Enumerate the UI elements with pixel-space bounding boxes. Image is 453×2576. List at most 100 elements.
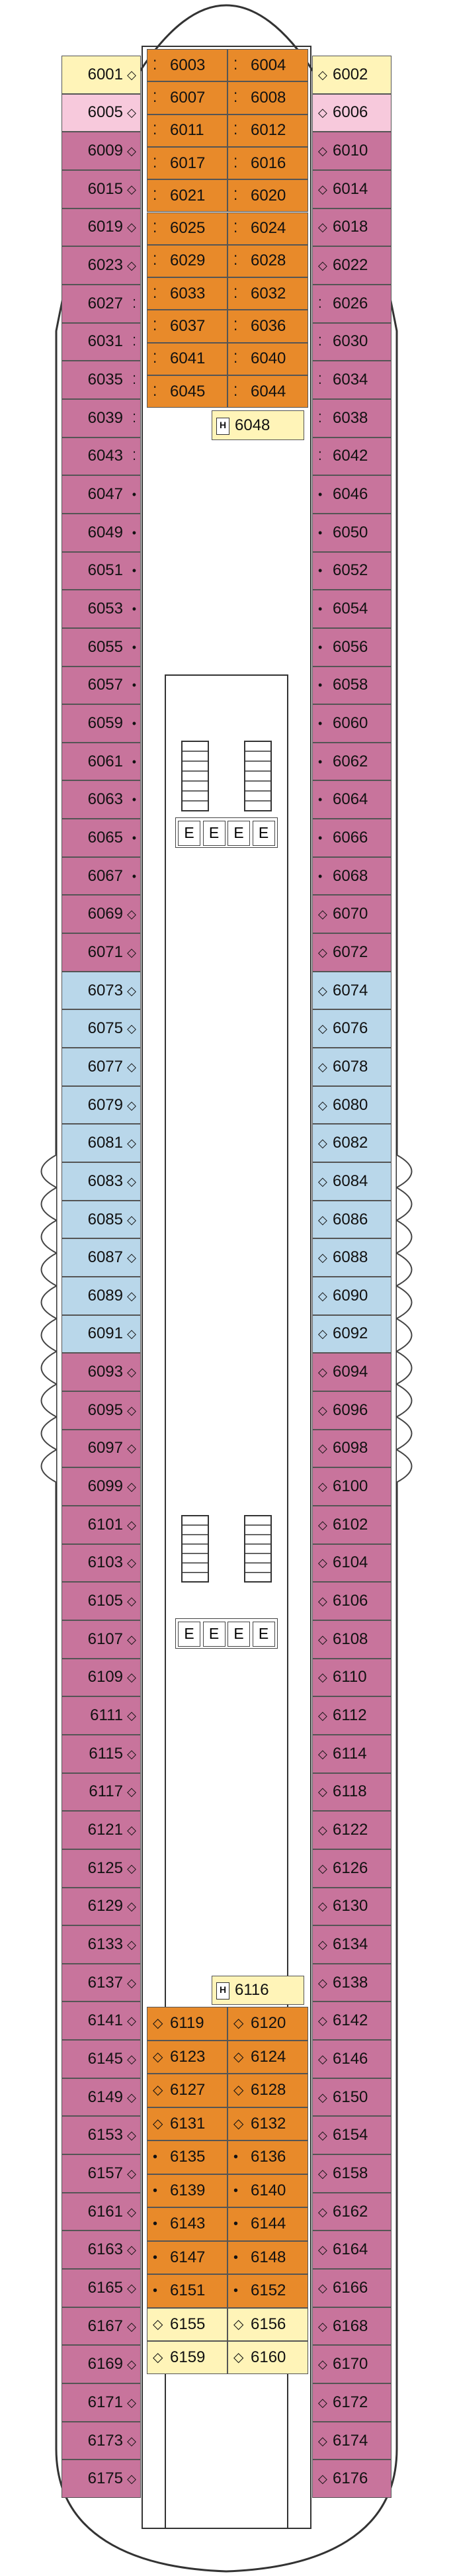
cabin-6114[interactable]: 6114◇	[312, 1734, 391, 1773]
cabin-6097[interactable]: 6097◇	[62, 1429, 141, 1468]
cabin-6172[interactable]: 6172◇	[312, 2383, 391, 2422]
cabin-6155[interactable]: 6155◇	[147, 2307, 227, 2341]
cabin-6102[interactable]: 6102◇	[312, 1505, 391, 1544]
cabin-6134[interactable]: 6134◇	[312, 1925, 391, 1964]
cabin-6176[interactable]: 6176◇	[312, 2460, 391, 2498]
cabin-6024[interactable]: 6024⁚	[227, 212, 308, 245]
cabin-6106[interactable]: 6106◇	[312, 1582, 391, 1620]
cabin-6055[interactable]: 6055•	[62, 627, 141, 667]
cabin-6123[interactable]: 6123◇	[147, 2040, 227, 2074]
cabin-6091[interactable]: 6091◇	[62, 1314, 141, 1354]
cabin-6026[interactable]: 6026⁚	[312, 284, 391, 323]
cabin-6015[interactable]: 6015◇	[62, 169, 141, 208]
cabin-6033[interactable]: 6033⁚	[147, 277, 227, 310]
cabin-6131[interactable]: 6131◇	[147, 2107, 227, 2140]
cabin-6080[interactable]: 6080◇	[312, 1085, 391, 1125]
cabin-6128[interactable]: 6128◇	[227, 2074, 308, 2107]
cabin-6081[interactable]: 6081◇	[62, 1124, 141, 1163]
cabin-6011[interactable]: 6011⁚	[147, 114, 227, 147]
cabin-6082[interactable]: 6082◇	[312, 1124, 391, 1163]
cabin-6094[interactable]: 6094◇	[312, 1353, 391, 1391]
cabin-6158[interactable]: 6158◇	[312, 2154, 391, 2193]
cabin-6104[interactable]: 6104◇	[312, 1543, 391, 1583]
cabin-6005[interactable]: 6005◇	[62, 93, 141, 132]
cabin-6008[interactable]: 6008⁚	[227, 81, 308, 115]
cabin-6145[interactable]: 6145◇	[62, 2040, 141, 2078]
cabin-6070[interactable]: 6070◇	[312, 895, 391, 934]
cabin-6071[interactable]: 6071◇	[62, 933, 141, 972]
cabin-6002[interactable]: 6002◇	[312, 56, 391, 94]
cabin-6168[interactable]: 6168◇	[312, 2307, 391, 2346]
cabin-6099[interactable]: 6099◇	[62, 1467, 141, 1506]
cabin-6170[interactable]: 6170◇	[312, 2345, 391, 2384]
cabin-6074[interactable]: 6074◇	[312, 971, 391, 1010]
cabin-6079[interactable]: 6079◇	[62, 1085, 141, 1125]
cabin-6152[interactable]: 6152•	[227, 2274, 308, 2308]
cabin-6100[interactable]: 6100◇	[312, 1467, 391, 1506]
cabin-6135[interactable]: 6135•	[147, 2140, 227, 2174]
cabin-6174[interactable]: 6174◇	[312, 2421, 391, 2460]
cabin-6017[interactable]: 6017⁚	[147, 146, 227, 180]
cabin-6031[interactable]: 6031⁚	[62, 322, 141, 361]
cabin-6171[interactable]: 6171◇	[62, 2383, 141, 2422]
cabin-6149[interactable]: 6149◇	[62, 2078, 141, 2117]
cabin-6014[interactable]: 6014◇	[312, 169, 391, 208]
cabin-6127[interactable]: 6127◇	[147, 2074, 227, 2107]
cabin-6162[interactable]: 6162◇	[312, 2192, 391, 2231]
cabin-6092[interactable]: 6092◇	[312, 1314, 391, 1354]
cabin-6039[interactable]: 6039⁚	[62, 398, 141, 437]
cabin-6136[interactable]: 6136•	[227, 2140, 308, 2174]
cabin-6144[interactable]: 6144•	[227, 2207, 308, 2241]
cabin-6007[interactable]: 6007⁚	[147, 81, 227, 115]
cabin-6139[interactable]: 6139•	[147, 2174, 227, 2207]
cabin-6065[interactable]: 6065•	[62, 819, 141, 857]
cabin-6032[interactable]: 6032⁚	[227, 277, 308, 310]
cabin-6078[interactable]: 6078◇	[312, 1048, 391, 1086]
cabin-6137[interactable]: 6137◇	[62, 1963, 141, 2002]
cabin-6103[interactable]: 6103◇	[62, 1543, 141, 1583]
cabin-6089[interactable]: 6089◇	[62, 1277, 141, 1315]
cabin-6060[interactable]: 6060•	[312, 704, 391, 743]
cabin-6111[interactable]: 6111◇	[62, 1696, 141, 1735]
cabin-6040[interactable]: 6040⁚	[227, 342, 308, 375]
cabin-6156[interactable]: 6156◇	[227, 2307, 308, 2341]
cabin-6148[interactable]: 6148•	[227, 2240, 308, 2274]
cabin-6164[interactable]: 6164◇	[312, 2231, 391, 2270]
cabin-6075[interactable]: 6075◇	[62, 1009, 141, 1048]
cabin-6044[interactable]: 6044⁚	[227, 375, 308, 408]
cabin-6052[interactable]: 6052•	[312, 551, 391, 590]
cabin-6109[interactable]: 6109◇	[62, 1658, 141, 1697]
cabin-6108[interactable]: 6108◇	[312, 1620, 391, 1659]
cabin-6140[interactable]: 6140•	[227, 2174, 308, 2207]
cabin-6051[interactable]: 6051•	[62, 551, 141, 590]
cabin-6115[interactable]: 6115◇	[62, 1734, 141, 1773]
cabin-6056[interactable]: 6056•	[312, 627, 391, 667]
cabin-6096[interactable]: 6096◇	[312, 1391, 391, 1430]
cabin-6101[interactable]: 6101◇	[62, 1505, 141, 1544]
cabin-6042[interactable]: 6042⁚	[312, 437, 391, 476]
cabin-6073[interactable]: 6073◇	[62, 971, 141, 1010]
cabin-6006[interactable]: 6006◇	[312, 93, 391, 132]
cabin-6098[interactable]: 6098◇	[312, 1429, 391, 1468]
cabin-6072[interactable]: 6072◇	[312, 933, 391, 972]
cabin-6069[interactable]: 6069◇	[62, 895, 141, 934]
cabin-6009[interactable]: 6009◇	[62, 132, 141, 170]
cabin-6167[interactable]: 6167◇	[62, 2307, 141, 2346]
cabin-6163[interactable]: 6163◇	[62, 2231, 141, 2270]
cabin-6068[interactable]: 6068•	[312, 856, 391, 896]
cabin-6118[interactable]: 6118◇	[312, 1772, 391, 1812]
cabin-6153[interactable]: 6153◇	[62, 2116, 141, 2155]
cabin-6138[interactable]: 6138◇	[312, 1963, 391, 2002]
cabin-6010[interactable]: 6010◇	[312, 132, 391, 170]
cabin-6049[interactable]: 6049•	[62, 513, 141, 552]
cabin-6130[interactable]: 6130◇	[312, 1887, 391, 1926]
cabin-6043[interactable]: 6043⁚	[62, 437, 141, 476]
cabin-6045[interactable]: 6045⁚	[147, 375, 227, 408]
cabin-6129[interactable]: 6129◇	[62, 1887, 141, 1926]
cabin-6093[interactable]: 6093◇	[62, 1353, 141, 1391]
cabin-6030[interactable]: 6030⁚	[312, 322, 391, 361]
cabin-6119[interactable]: 6119◇	[147, 2007, 227, 2041]
cabin-6037[interactable]: 6037⁚	[147, 310, 227, 343]
cabin-6169[interactable]: 6169◇	[62, 2345, 141, 2384]
